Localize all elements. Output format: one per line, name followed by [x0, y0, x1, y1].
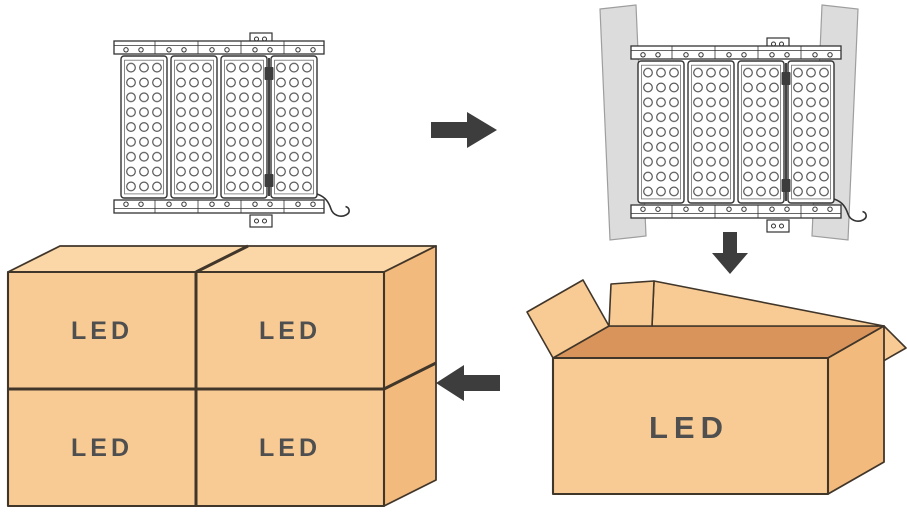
carton-print-label: LED: [71, 317, 133, 345]
step-panel-with-foam: [599, 4, 866, 241]
carton-print-label: LED: [259, 317, 321, 345]
carton-opening-interior: [552, 325, 885, 359]
carton-left-flap: [526, 279, 610, 359]
carton-print-label: LED: [259, 434, 321, 462]
carton-back-flap-folded: [651, 280, 885, 327]
carton-front-face: [551, 356, 830, 496]
step-open-carton: LED: [526, 279, 907, 496]
step-carton-stack: LED LED LED LED: [6, 244, 437, 508]
carton-print-label: LED: [649, 410, 729, 445]
arrow-down-icon: [712, 232, 748, 274]
foam-protector-left: [599, 4, 647, 241]
carton-back-flap-upright: [608, 280, 655, 327]
arrow-left-icon: [436, 365, 500, 401]
arrow-right-icon: [431, 112, 497, 148]
stack-side-seam: [383, 361, 437, 391]
stack-top-seam: [195, 244, 249, 274]
step-unpacked-led-panel: [114, 33, 349, 227]
carton-print-label: LED: [71, 434, 133, 462]
